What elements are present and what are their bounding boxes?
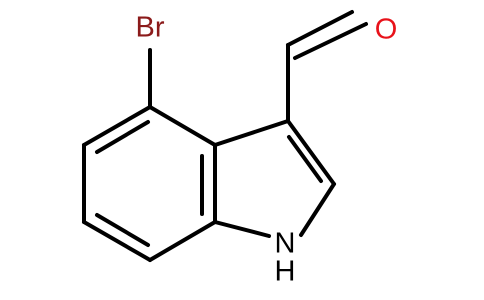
bond-c7a-c7 <box>148 220 217 262</box>
bond-n1-c7a <box>213 220 271 238</box>
bromine-atom-label: Br <box>136 12 165 44</box>
bond-c5-c4-inner <box>95 120 150 154</box>
bond-c3-c2-inner <box>287 135 323 183</box>
bond-cho-o <box>286 10 354 47</box>
bond-c4-c4a <box>148 105 217 147</box>
bond-c7-c6 <box>82 220 152 262</box>
oxygen-atom-label: O <box>375 14 398 46</box>
bond-c3-c2 <box>286 119 336 186</box>
bond-c7-c6-inner <box>95 213 150 247</box>
bond-c2-n1 <box>299 182 336 237</box>
bond-cho-o-inner <box>293 22 368 60</box>
nitrogen-atom-label: N <box>275 228 296 260</box>
hydrogen-atom-label: H <box>275 256 296 288</box>
bond-c5-c4 <box>82 105 152 147</box>
bond-c4a-c3 <box>213 119 290 147</box>
